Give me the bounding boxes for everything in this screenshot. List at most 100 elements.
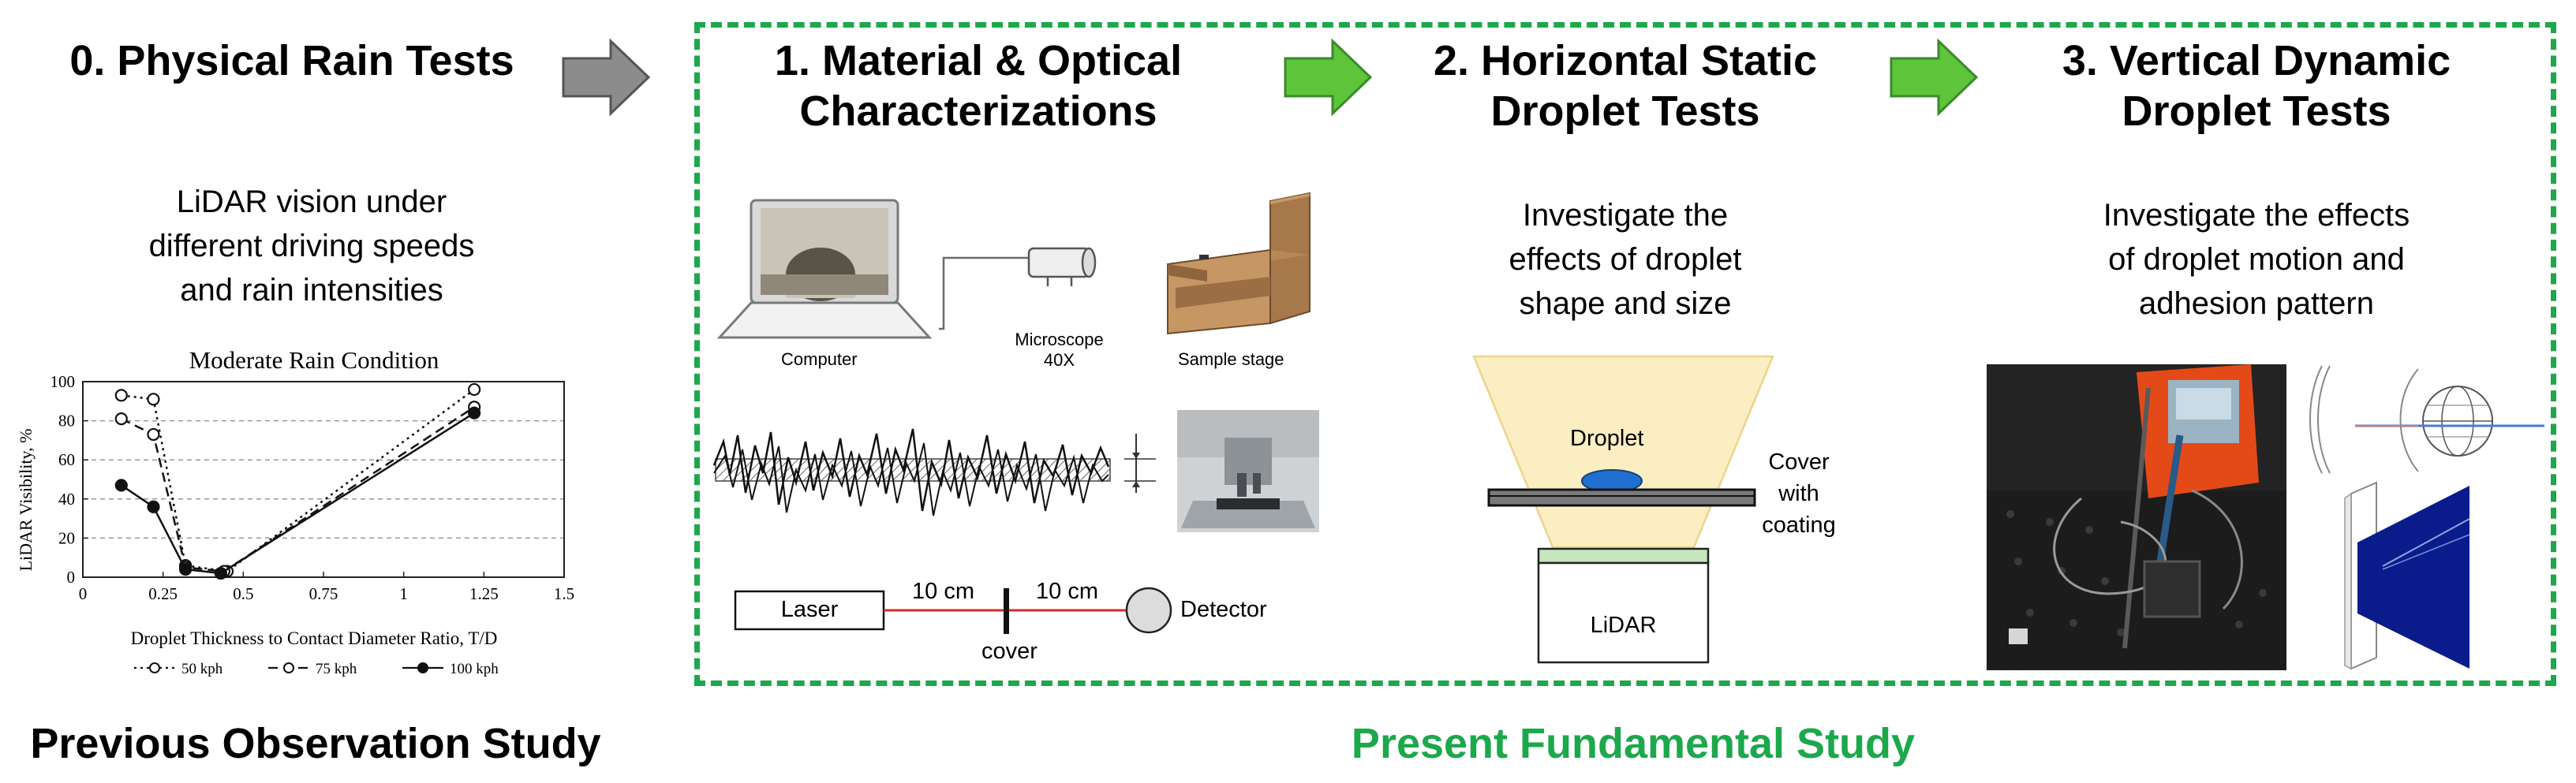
legend-label: 50 kph	[181, 661, 223, 677]
dynamic-test-photo	[1987, 364, 2286, 670]
present-study-footer: Present Fundamental Study	[1351, 720, 1916, 767]
series-point	[114, 389, 128, 402]
y-tick-label: 20	[58, 528, 75, 547]
droplet-ray-schematic	[2309, 365, 2544, 474]
legend-marker	[417, 662, 428, 673]
legend-label: 100 kph	[450, 661, 499, 677]
present-study-frame	[694, 22, 2556, 686]
sample-stage-label: Sample stage	[1178, 349, 1284, 369]
legend-label: 75 kph	[316, 661, 357, 677]
x-tick-label: 0.75	[309, 584, 338, 603]
stage3-title: 3. Vertical Dynamic Droplet Tests	[1996, 35, 2517, 136]
lidar-beam	[1472, 355, 1774, 549]
stage3-description: Investigate the effects of droplet motio…	[1996, 193, 2517, 326]
microscope-cable	[939, 256, 1037, 330]
cover-glass	[1487, 488, 1756, 507]
stage2-title: 2. Horizontal Static Droplet Tests	[1389, 35, 1862, 136]
x-tick-label: 0.5	[233, 584, 253, 603]
stage0-description: LiDAR vision under different driving spe…	[63, 180, 560, 312]
lidar-top-band	[1537, 547, 1710, 565]
stage2-desc-line1: Investigate the	[1522, 198, 1729, 233]
y-tick-label: 100	[50, 372, 76, 391]
laser-setup-diagram	[734, 587, 1172, 634]
stage1-title-line2: Characterizations	[799, 88, 1157, 135]
microscope-label-line1: Microscope	[1015, 330, 1104, 349]
stage3-desc-line1: Investigate the effects	[2103, 198, 2410, 233]
cover-coating-line3: coating	[1762, 513, 1836, 538]
series-point	[147, 500, 160, 513]
series-point	[468, 382, 481, 397]
x-tick-label: 0	[79, 584, 88, 603]
cover-plate	[1004, 588, 1009, 634]
stage2-title-line1: 2. Horizontal Static	[1433, 37, 1818, 84]
x-tick-label: 1.25	[469, 584, 499, 603]
stage2-desc-line3: shape and size	[1519, 286, 1732, 321]
series-point	[468, 406, 481, 419]
series-point	[147, 427, 160, 442]
computer-label: Computer	[781, 349, 858, 369]
stage2-desc-line2: effects of droplet	[1509, 242, 1742, 277]
cover-coating-line1: Cover	[1768, 449, 1830, 475]
stage0-desc-line2: different driving speeds	[148, 229, 475, 263]
y-tick-label: 60	[58, 450, 75, 469]
chart-title: Moderate Rain Condition	[189, 346, 439, 374]
previous-study-footer: Previous Observation Study	[30, 720, 601, 767]
microscope-icon	[1027, 247, 1097, 286]
legend-marker	[283, 662, 294, 673]
chart-frame	[82, 381, 565, 578]
stage1-title: 1. Material & Optical Characterizations	[710, 35, 1247, 136]
droplet-label: Droplet	[1570, 426, 1644, 451]
distance-label-1: 10 cm	[912, 579, 974, 604]
laser-label: Laser	[780, 597, 839, 622]
x-tick-label: 1	[399, 584, 408, 603]
profilometer-photo	[1177, 410, 1319, 532]
computer-icon	[716, 199, 933, 339]
lidar-box	[1537, 561, 1710, 664]
distance-label-2: 10 cm	[1036, 579, 1098, 604]
stage3-desc-line2: of droplet motion and	[2108, 242, 2405, 277]
stage2-description: Investigate the effects of droplet shape…	[1420, 193, 1830, 326]
green-arrow-shape	[1284, 38, 1373, 117]
detector-label: Detector	[1180, 597, 1267, 622]
lidar-label: LiDAR	[1590, 613, 1657, 638]
series-line-1	[121, 388, 475, 572]
gray-arrow-icon	[562, 38, 651, 117]
green-arrow-icon	[1890, 38, 1979, 117]
chart-xlabel: Droplet Thickness to Contact Diameter Ra…	[131, 628, 498, 648]
series-point	[147, 393, 160, 406]
detector-circle	[1125, 587, 1172, 634]
series-line-3	[121, 412, 475, 575]
stage3-desc-line3: adhesion pattern	[2138, 286, 2374, 321]
cover-label: cover	[981, 639, 1038, 664]
legend-marker	[149, 662, 160, 673]
sample-stage-icon	[1167, 192, 1310, 335]
microscope-label: Microscope 40X	[1006, 330, 1112, 371]
gray-arrow-shape	[562, 38, 651, 117]
series-point	[214, 566, 227, 580]
microscope-label-line2: 40X	[1043, 350, 1075, 370]
stage3-title-line2: Droplet Tests	[2122, 88, 2391, 135]
static-droplet-setup	[1472, 355, 1774, 664]
stage0-title: 0. Physical Rain Tests	[32, 35, 552, 86]
series-point	[179, 562, 193, 576]
stage3-title-line1: 3. Vertical Dynamic	[2062, 37, 2451, 84]
stage1-title-line1: 1. Material & Optical	[774, 37, 1183, 84]
chart-ylabel: LiDAR Visibility, %	[16, 429, 36, 572]
cover-coating-label: Cover with coating	[1748, 446, 1850, 541]
stage0-desc-line1: LiDAR vision under	[176, 185, 447, 219]
cover-coating-line2: with	[1778, 481, 1819, 506]
surface-profile-diagram	[712, 428, 1156, 516]
x-tick-label: 1.5	[554, 584, 574, 603]
stage2-title-line2: Droplet Tests	[1490, 88, 1760, 135]
green-arrow-icon	[1284, 38, 1373, 117]
y-tick-label: 80	[58, 412, 75, 431]
series-point	[114, 479, 128, 492]
vertical-plate-beam	[2344, 481, 2470, 670]
x-tick-label: 0.25	[148, 584, 178, 603]
y-tick-label: 40	[58, 490, 75, 509]
series-point	[114, 412, 128, 426]
stage0-title-line1: 0. Physical Rain Tests	[69, 37, 514, 84]
green-arrow-shape	[1890, 38, 1979, 117]
visibility-chart: Moderate Rain Condition LiDAR Visibility…	[16, 346, 574, 677]
y-tick-label: 0	[67, 568, 76, 587]
